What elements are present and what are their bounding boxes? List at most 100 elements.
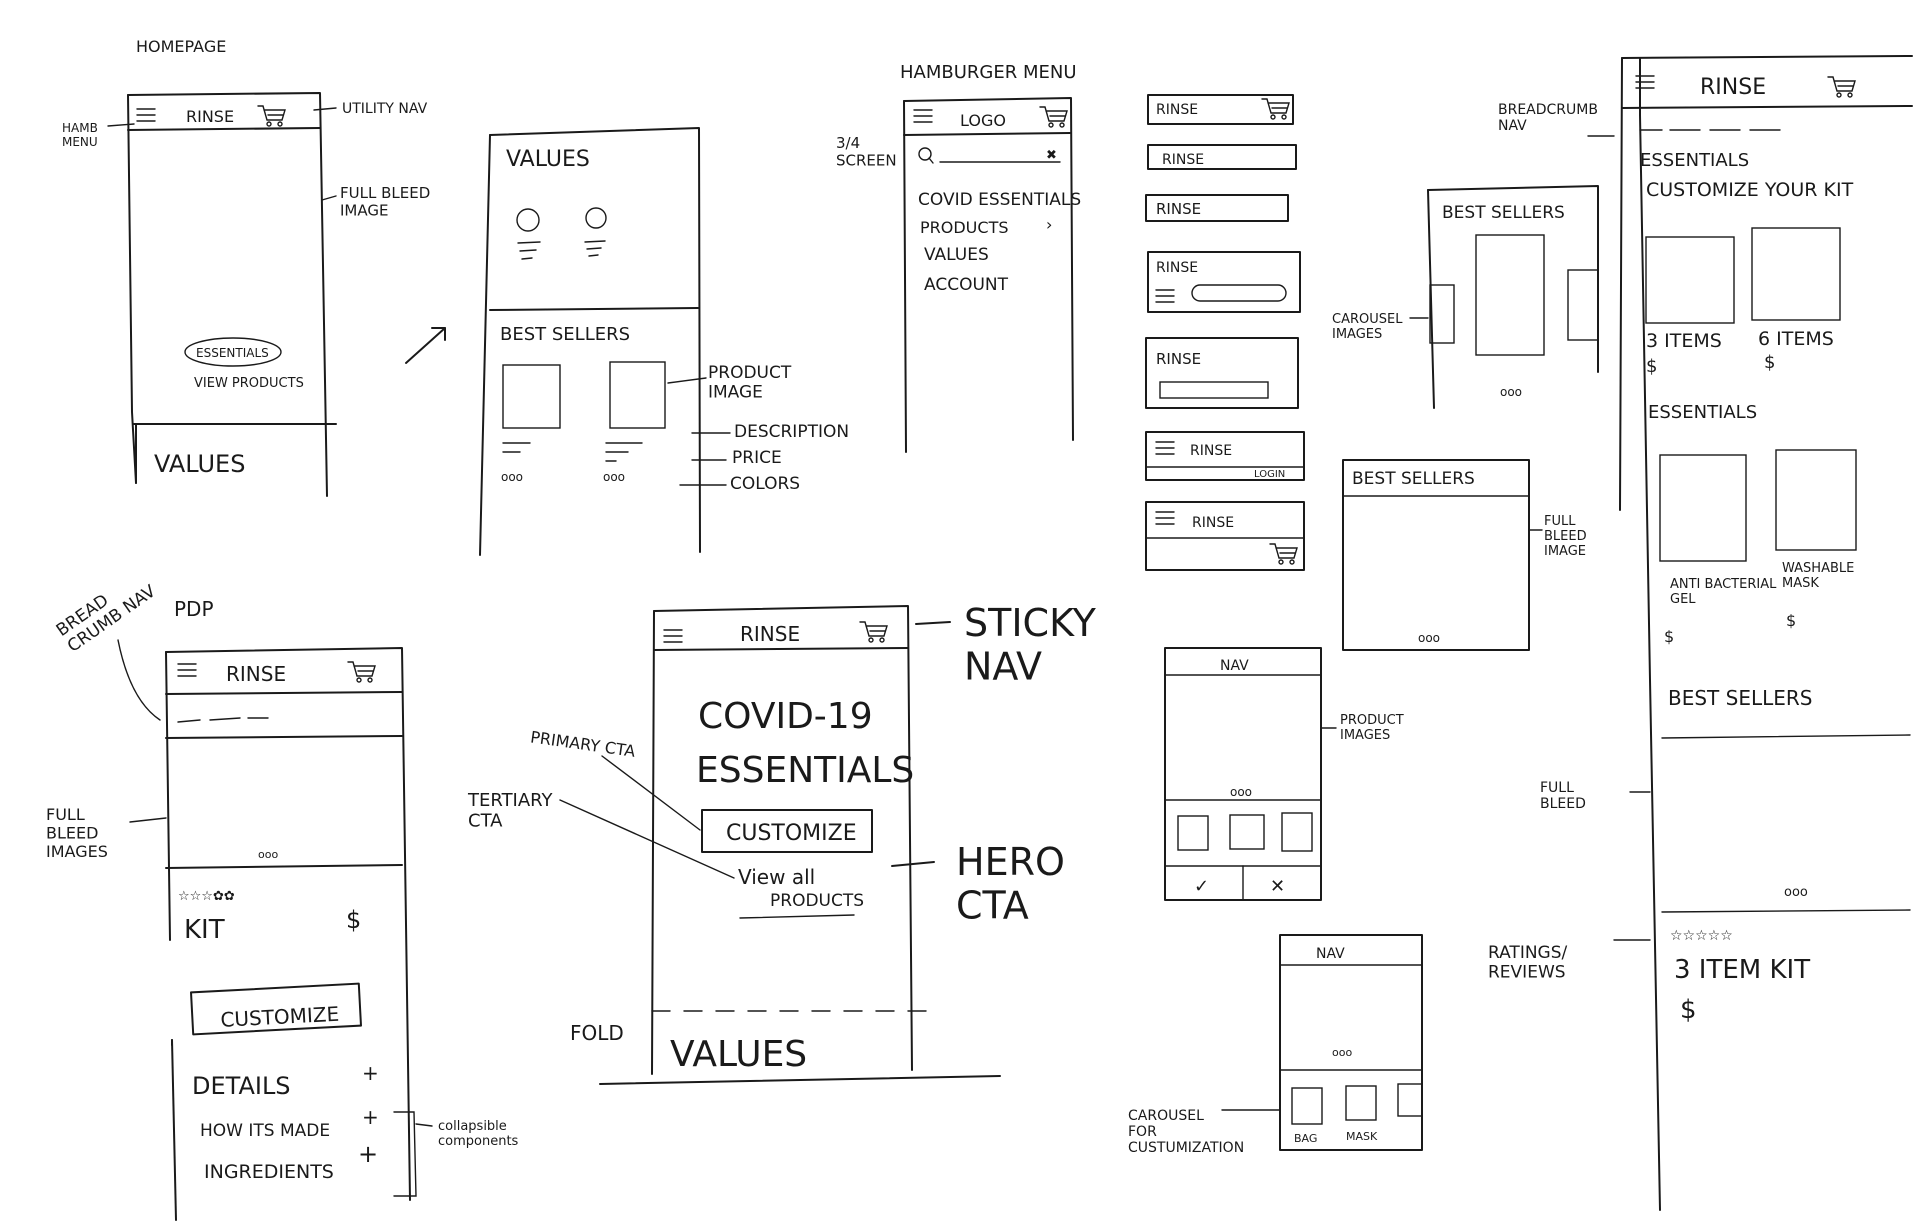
- right-best-sellers-heading: BEST SELLERS: [1668, 686, 1812, 710]
- right-logo: RINSE: [1700, 75, 1766, 100]
- carousel-best-sellers-title: BEST SELLERS: [1442, 203, 1565, 223]
- cart-icon[interactable]: [257, 105, 286, 127]
- nav-variant-7-cart-icon[interactable]: [1269, 543, 1298, 565]
- hero-cart-icon[interactable]: [859, 621, 888, 643]
- colors-annotation: COLORS: [730, 474, 800, 494]
- hero-logo: RINSE: [740, 622, 800, 646]
- nav-variant-6-logo: RINSE: [1190, 443, 1232, 459]
- kit-6-items-price: $: [1764, 352, 1775, 373]
- pdp-kit-title: KIT: [184, 915, 225, 945]
- customization-nav: NAV: [1316, 946, 1345, 962]
- menu-logo: LOGO: [960, 111, 1006, 130]
- pdp-price: $: [346, 906, 361, 934]
- full-bleed-dots: ooo: [1418, 631, 1440, 645]
- menu-search-close-icon[interactable]: ✖: [1046, 148, 1057, 163]
- menu-cart-icon[interactable]: [1039, 106, 1068, 128]
- menu-item-values[interactable]: VALUES: [924, 245, 989, 265]
- homepage-title: HOMEPAGE: [136, 37, 226, 56]
- nav-variations: RINSE RINSE RINSE RINSE RINSE RINSE LOGI…: [1145, 94, 1305, 571]
- price-annotation: PRICE: [732, 448, 782, 468]
- hero-values-section: VALUES: [670, 1034, 807, 1075]
- accordion-details[interactable]: DETAILS: [192, 1072, 291, 1100]
- values-dots-2: ooo: [603, 470, 625, 484]
- view-all-products-line2[interactable]: PRODUCTS: [770, 891, 864, 911]
- accordion-how-its-made[interactable]: HOW ITS MADE: [200, 1121, 330, 1141]
- pdp-logo: RINSE: [226, 662, 286, 686]
- close-icon[interactable]: ✕: [1270, 876, 1285, 897]
- essentials-button[interactable]: ESSENTIALS: [196, 346, 269, 360]
- pdp-cart-icon[interactable]: [347, 661, 376, 683]
- nav-variant-1-logo: RINSE: [1156, 102, 1198, 118]
- chevron-right-icon[interactable]: ›: [1046, 215, 1052, 234]
- homepage-values: VALUES: [154, 450, 245, 478]
- nav-variant-2-logo: RINSE: [1162, 152, 1204, 168]
- customization-item-mask[interactable]: MASK: [1346, 1130, 1378, 1143]
- product-images-nav: NAV: [1220, 658, 1249, 674]
- view-all-products-line1[interactable]: View all: [738, 865, 815, 889]
- nav-variant-7-hamburger-icon[interactable]: [1155, 511, 1175, 525]
- ratings-reviews-annotation: RATINGS/REVIEWS: [1488, 943, 1568, 983]
- right-cart-icon[interactable]: [1827, 76, 1856, 98]
- menu-item-covid-essentials[interactable]: COVID ESSENTIALS: [918, 190, 1081, 210]
- nav-variant-6-login-link[interactable]: LOGIN: [1254, 469, 1285, 480]
- customization-dots: ooo: [1332, 1046, 1352, 1059]
- accordion-ingredients[interactable]: INGREDIENTS: [204, 1161, 334, 1183]
- product-images-dots: ooo: [1230, 785, 1252, 799]
- right-hamburger-icon[interactable]: [1635, 75, 1655, 89]
- right-essentials-heading: ESSENTIALS: [1648, 402, 1757, 423]
- nav-variant-7-logo: RINSE: [1192, 515, 1234, 531]
- fold-annotation: FOLD: [570, 1021, 624, 1045]
- pdp-hamburger-icon[interactable]: [177, 663, 197, 677]
- breadcrumb-nav-label: BREADCRUMB NAV: [53, 565, 160, 657]
- product-mask-price: $: [1786, 611, 1796, 630]
- customization-item-bag[interactable]: BAG: [1294, 1132, 1317, 1145]
- pdp-carousel-dots: ooo: [258, 848, 278, 861]
- kit-6-items-label[interactable]: 6 ITEMS: [1758, 328, 1834, 350]
- nav-variant-6-hamburger-icon[interactable]: [1155, 441, 1175, 455]
- menu-item-products[interactable]: PRODUCTS: [920, 218, 1009, 237]
- menu-item-account[interactable]: ACCOUNT: [924, 275, 1009, 295]
- values-heading: VALUES: [506, 147, 590, 172]
- primary-cta-annotation: PRIMARY CTA: [529, 727, 637, 761]
- menu-hamburger-icon[interactable]: [913, 109, 933, 123]
- full-bleed-best-sellers-title: BEST SELLERS: [1352, 469, 1475, 489]
- view-products-link[interactable]: VIEW PRODUCTS: [194, 376, 304, 391]
- kit-3-items-label[interactable]: 3 ITEMS: [1646, 330, 1722, 352]
- check-icon[interactable]: ✓: [1194, 876, 1209, 897]
- nav-variant-1-cart-icon[interactable]: [1261, 98, 1290, 120]
- hero-customize-button[interactable]: CUSTOMIZE: [726, 821, 857, 846]
- nav-variant-5-logo: RINSE: [1156, 350, 1201, 368]
- three-item-kit-price: $: [1680, 995, 1697, 1025]
- accordion-ingredients-toggle[interactable]: +: [358, 1140, 378, 1168]
- nav-variant-3-logo: RINSE: [1156, 200, 1201, 218]
- accordion-details-toggle[interactable]: +: [362, 1061, 379, 1085]
- right-star-rating: ☆☆☆☆☆: [1670, 928, 1733, 944]
- kit-3-items-price: $: [1646, 356, 1657, 377]
- hamburger-icon[interactable]: [136, 108, 156, 122]
- nav-variant-4-hamburger-icon[interactable]: [1155, 289, 1175, 303]
- right-carousel-dots: ooo: [1784, 885, 1808, 900]
- product-gel-price: $: [1664, 627, 1674, 646]
- accordion-how-its-made-toggle[interactable]: +: [362, 1105, 379, 1129]
- hero-hamburger-icon[interactable]: [663, 629, 683, 643]
